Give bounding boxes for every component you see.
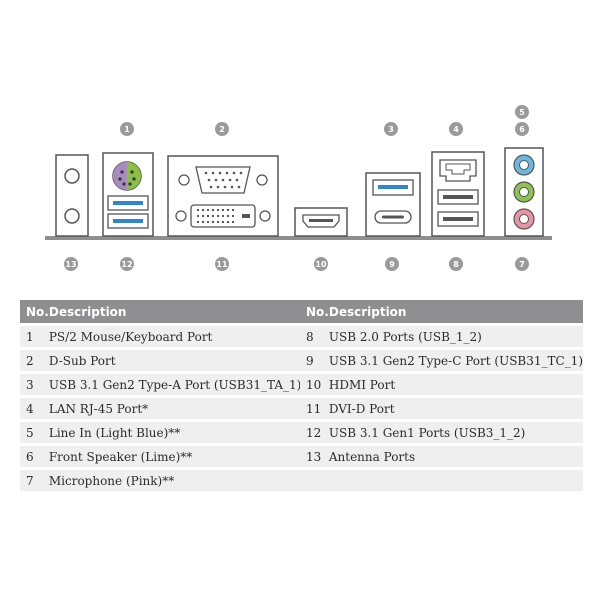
header-no: No. xyxy=(20,300,49,323)
row-no: 5 xyxy=(20,422,49,443)
callout-6: 6 xyxy=(515,122,529,136)
header-description: Description xyxy=(48,300,302,323)
lan-usb2-stack xyxy=(431,151,485,237)
antenna-ports xyxy=(55,154,89,237)
header-description: Description xyxy=(328,300,583,323)
callout-12: 12 xyxy=(120,257,134,271)
callout-11: 11 xyxy=(215,257,229,271)
callout-12-label: 12 xyxy=(121,260,132,269)
callout-13-label: 13 xyxy=(65,260,76,269)
row-no: 7 xyxy=(20,470,49,491)
row-description: HDMI Port xyxy=(328,374,583,395)
callout-9-label: 9 xyxy=(389,260,395,269)
hdmi-port xyxy=(294,207,348,237)
callout-1: 1 xyxy=(120,122,134,136)
callout-9: 9 xyxy=(385,257,399,271)
row-description: PS/2 Mouse/Keyboard Port xyxy=(48,326,302,347)
header-no: No. xyxy=(300,300,329,323)
callout-7: 7 xyxy=(515,257,529,271)
callout-10-label: 10 xyxy=(315,260,327,269)
row-description: Front Speaker (Lime)** xyxy=(48,446,302,467)
vga-dvi-stack xyxy=(167,155,279,237)
row-no: 13 xyxy=(300,446,329,467)
callout-13: 13 xyxy=(64,257,78,271)
row-no: 12 xyxy=(300,422,329,443)
row-description: USB 2.0 Ports (USB_1_2) xyxy=(328,326,583,347)
row-no: 11 xyxy=(300,398,329,419)
table-row xyxy=(300,470,583,491)
callout-5: 5 xyxy=(515,105,529,119)
callout-2: 2 xyxy=(215,122,229,136)
ps2-usb-stack xyxy=(102,152,154,237)
row-no: 10 xyxy=(300,374,329,395)
row-description: LAN RJ-45 Port* xyxy=(48,398,302,419)
row-no: 1 xyxy=(20,326,49,347)
row-description: Microphone (Pink)** xyxy=(48,470,302,491)
row-no: 8 xyxy=(300,326,329,347)
callout-7-label: 7 xyxy=(519,260,525,269)
callout-5-label: 5 xyxy=(519,108,525,117)
callout-4-label: 4 xyxy=(453,125,459,134)
row-no: 2 xyxy=(20,350,49,371)
callout-3-label: 3 xyxy=(388,125,394,134)
usb-typea-typec-stack xyxy=(365,172,421,237)
callout-8-label: 8 xyxy=(453,260,459,269)
audio-jacks xyxy=(504,147,544,237)
callout-6-label: 6 xyxy=(519,125,525,134)
row-no: 6 xyxy=(20,446,49,467)
row-description: Line In (Light Blue)** xyxy=(48,422,302,443)
row-description: Antenna Ports xyxy=(328,446,583,467)
row-description: USB 3.1 Gen1 Ports (USB3_1_2) xyxy=(328,422,583,443)
row-description: DVI-D Port xyxy=(328,398,583,419)
row-description: USB 3.1 Gen2 Type-A Port (USB31_TA_1) xyxy=(48,374,302,395)
callout-3: 3 xyxy=(384,122,398,136)
row-no xyxy=(300,470,329,491)
row-description xyxy=(328,470,583,491)
row-no: 4 xyxy=(20,398,49,419)
row-no: 3 xyxy=(20,374,49,395)
row-description: USB 3.1 Gen2 Type-C Port (USB31_TC_1) xyxy=(328,350,583,371)
callout-1-label: 1 xyxy=(124,125,130,134)
row-no: 9 xyxy=(300,350,329,371)
callout-8: 8 xyxy=(449,257,463,271)
callout-10: 10 xyxy=(314,257,328,271)
callout-4: 4 xyxy=(449,122,463,136)
row-description: D-Sub Port xyxy=(48,350,302,371)
callout-11-label: 11 xyxy=(216,260,228,269)
table-header-row: No. Description xyxy=(300,300,583,323)
table-header-row: No. Description xyxy=(20,300,302,323)
io-shield-baseline xyxy=(45,236,552,240)
io-panel-diagram: 1 2 3 4 5 6 7 8 9 10 11 12 13 xyxy=(45,105,552,271)
callout-2-label: 2 xyxy=(219,125,225,134)
